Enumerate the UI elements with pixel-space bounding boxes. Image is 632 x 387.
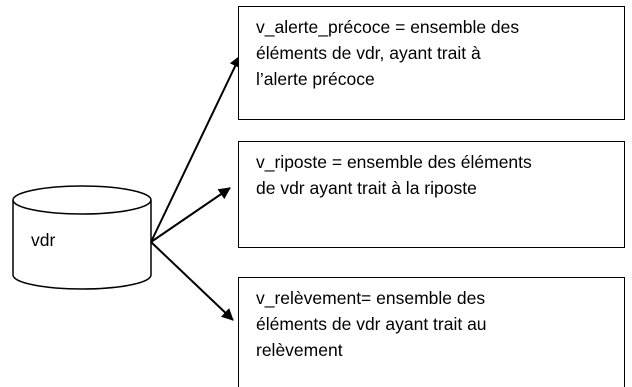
- database-cylinder: vdr: [12, 185, 152, 290]
- cylinder-top: [12, 185, 152, 215]
- arrow-to-riposte: [150, 187, 231, 243]
- box-alerte-precoce: v_alerte_précoce = ensemble des éléments…: [238, 6, 625, 120]
- box-riposte: v_riposte = ensemble des éléments de vdr…: [238, 141, 625, 248]
- database-label: vdr: [31, 230, 55, 250]
- arrow-to-alerte: [150, 55, 241, 243]
- cylinder-body: [12, 200, 152, 290]
- arrow-to-relevement: [150, 241, 234, 321]
- box-relevement: v_relèvement= ensemble des éléments de v…: [238, 277, 625, 387]
